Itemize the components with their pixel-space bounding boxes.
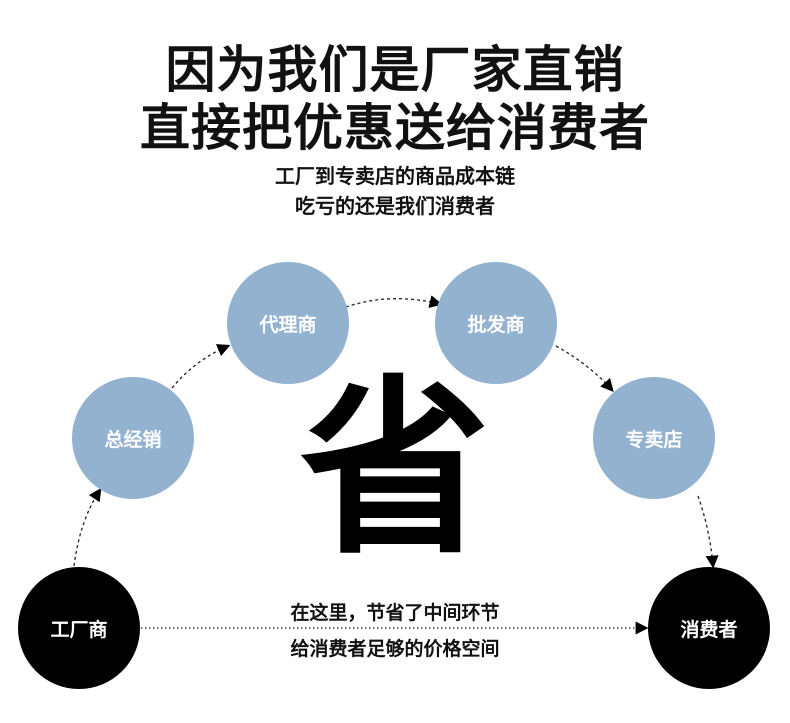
node-label: 专卖店: [625, 428, 683, 451]
node-label: 工厂商: [50, 618, 108, 641]
node-general-distributor: 总经销: [72, 377, 194, 499]
node-store: 专卖店: [593, 377, 715, 499]
node-agent: 代理商: [227, 262, 349, 384]
node-consumer: 消费者: [648, 567, 770, 689]
bottom-text-line-2: 给消费者足够的价格空间: [290, 638, 500, 660]
node-wholesaler: 批发商: [435, 262, 557, 384]
subtitle-line-2: 吃亏的还是我们消费者: [295, 194, 495, 218]
bottom-text-line-1: 在这里，节省了中间环节: [290, 602, 500, 624]
node-label: 代理商: [259, 313, 317, 336]
arrow-distributor-to-agent: [171, 344, 231, 389]
subtitle-line-1: 工厂到专卖店的商品成本链: [275, 164, 515, 188]
headline-line-2: 直接把优惠送给消费者: [140, 99, 650, 157]
node-label: 总经销: [104, 428, 162, 451]
node-factory: 工厂商: [18, 567, 140, 689]
node-label: 消费者: [680, 618, 738, 641]
arrow-store-to-consumer: [697, 495, 719, 569]
arrow-agent-to-wholesaler: [345, 295, 443, 308]
node-label: 批发商: [467, 313, 525, 336]
headline-line-1: 因为我们是厂家直销: [165, 41, 625, 99]
arrow-factory-to-distributor: [73, 487, 102, 567]
save-character: 省: [300, 359, 491, 580]
arrow-wholesaler-to-store: [555, 345, 614, 392]
